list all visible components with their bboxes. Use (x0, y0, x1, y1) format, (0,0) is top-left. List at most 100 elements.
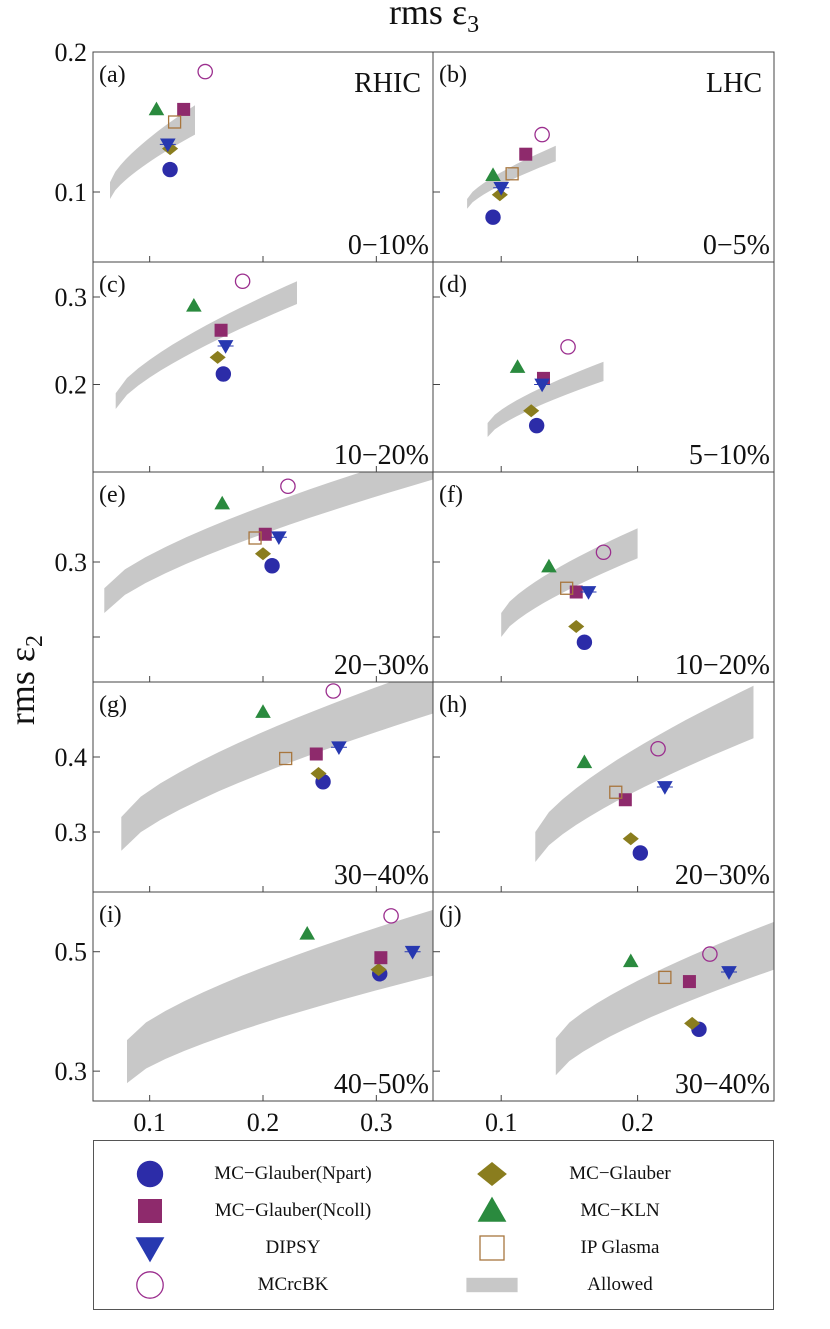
kln-point (214, 495, 230, 510)
legend-symbol (122, 1270, 178, 1300)
dipsy-point (493, 181, 509, 196)
mcrcbk-point (325, 683, 342, 699)
legend-item-mcrcbk: MCrcBK (122, 1270, 408, 1300)
panel-label: (a) (99, 62, 126, 88)
allowed-legend-icon (466, 1277, 518, 1293)
mcg-legend-icon (477, 1162, 507, 1186)
kln-point (255, 704, 271, 718)
y-tick-label: 0.3 (55, 283, 88, 312)
panel-label: (g) (99, 692, 127, 718)
y-tick-label: 0.2 (55, 38, 88, 67)
centrality-label: 30−40% (334, 860, 429, 891)
centrality-label: 20−30% (675, 860, 770, 891)
allowed-band (467, 145, 556, 209)
panel-label: (c) (99, 272, 126, 298)
mcg-point (209, 350, 226, 364)
dipsy-point (657, 781, 673, 795)
ncoll-legend-icon (138, 1199, 162, 1223)
mcrcbk-point (234, 273, 251, 290)
panel-i: 0.30.5(i)40−50% (55, 891, 434, 1102)
legend-symbol (464, 1159, 520, 1189)
mcrcbk-legend-icon (136, 1271, 164, 1299)
panel-label: (i) (99, 902, 122, 928)
allowed-band (555, 921, 774, 1076)
y-tick-label: 0.4 (55, 743, 88, 772)
dipsy-point (721, 966, 737, 980)
centrality-label: 40−50% (334, 1069, 429, 1100)
legend-label: MCrcBK (257, 1274, 329, 1295)
mcg-point (491, 188, 508, 202)
mcrcbk-point (197, 63, 214, 80)
centrality-label: 20−30% (334, 650, 429, 681)
mcg-point (523, 404, 540, 418)
kln-point (622, 953, 639, 968)
ncoll-point (177, 102, 191, 116)
allowed-band (487, 361, 604, 437)
ncoll-point (309, 747, 323, 761)
ipg-point (609, 785, 623, 799)
centrality-label: 30−40% (675, 1069, 770, 1100)
ipg-point (167, 115, 182, 129)
dipsy-point (534, 378, 550, 393)
allowed-band (115, 281, 297, 409)
panel-label: (h) (439, 692, 467, 718)
ncoll-point (214, 323, 228, 337)
x-tick-label: 0.1 (133, 1108, 166, 1137)
legend-symbol (464, 1270, 520, 1300)
legend-symbol (464, 1196, 520, 1226)
npart-point (632, 845, 649, 861)
panel-label: (j) (439, 902, 462, 928)
y-tick-label: 0.3 (55, 548, 88, 577)
panel-label: (e) (99, 482, 126, 508)
panel-c: 0.20.3(c)10−20% (55, 261, 434, 473)
npart-point (264, 558, 280, 574)
kln-point (541, 558, 557, 573)
x-tick-label: 0.3 (360, 1108, 393, 1137)
y-tick-label: 0.2 (55, 371, 88, 400)
legend-symbol (122, 1233, 178, 1263)
dipsy-point (217, 340, 234, 354)
legend-label: MC−Glauber(Npart) (214, 1163, 372, 1184)
kln-legend-icon (477, 1196, 507, 1222)
npart-point (485, 209, 501, 225)
mcg-point (568, 620, 585, 633)
npart-point (576, 634, 593, 650)
ncoll-point (258, 527, 272, 541)
kln-point (148, 101, 165, 116)
ncoll-point (374, 951, 388, 965)
kln-point (576, 754, 593, 769)
mcrcbk-point (650, 740, 666, 757)
npart-point (528, 417, 545, 434)
legend-label: MC−Glauber (569, 1163, 671, 1184)
kln-point (186, 297, 202, 312)
allowed-band (127, 909, 433, 1084)
dipsy-point (331, 741, 347, 756)
legend-label: MC−KLN (580, 1200, 660, 1221)
kln-point (299, 926, 315, 940)
dipsy-point (404, 945, 421, 960)
dipsy-point (271, 531, 287, 546)
ipg-point (248, 531, 262, 545)
npart-legend-icon (136, 1160, 164, 1188)
mcrcbk-point (534, 126, 550, 143)
mcrcbk-point (280, 478, 296, 495)
mcg-point (370, 963, 387, 977)
kln-point (485, 167, 501, 182)
legend-label: Allowed (587, 1274, 653, 1295)
x-tick-label: 0.2 (621, 1108, 654, 1137)
ipg-point (505, 167, 519, 181)
mcg-point (310, 767, 327, 780)
legend-item-kln: MC−KLN (464, 1196, 720, 1226)
experiment-label: RHIC (354, 68, 421, 99)
centrality-label: 0−10% (348, 230, 429, 261)
legend-item-ncoll: MC−Glauber(Ncoll) (122, 1196, 408, 1226)
legend-symbol (122, 1196, 178, 1226)
y-tick-label: 0.3 (55, 1057, 88, 1086)
legend-item-ipg: IP Glasma (464, 1233, 720, 1263)
allowed-band (535, 685, 754, 862)
npart-point (162, 161, 178, 178)
